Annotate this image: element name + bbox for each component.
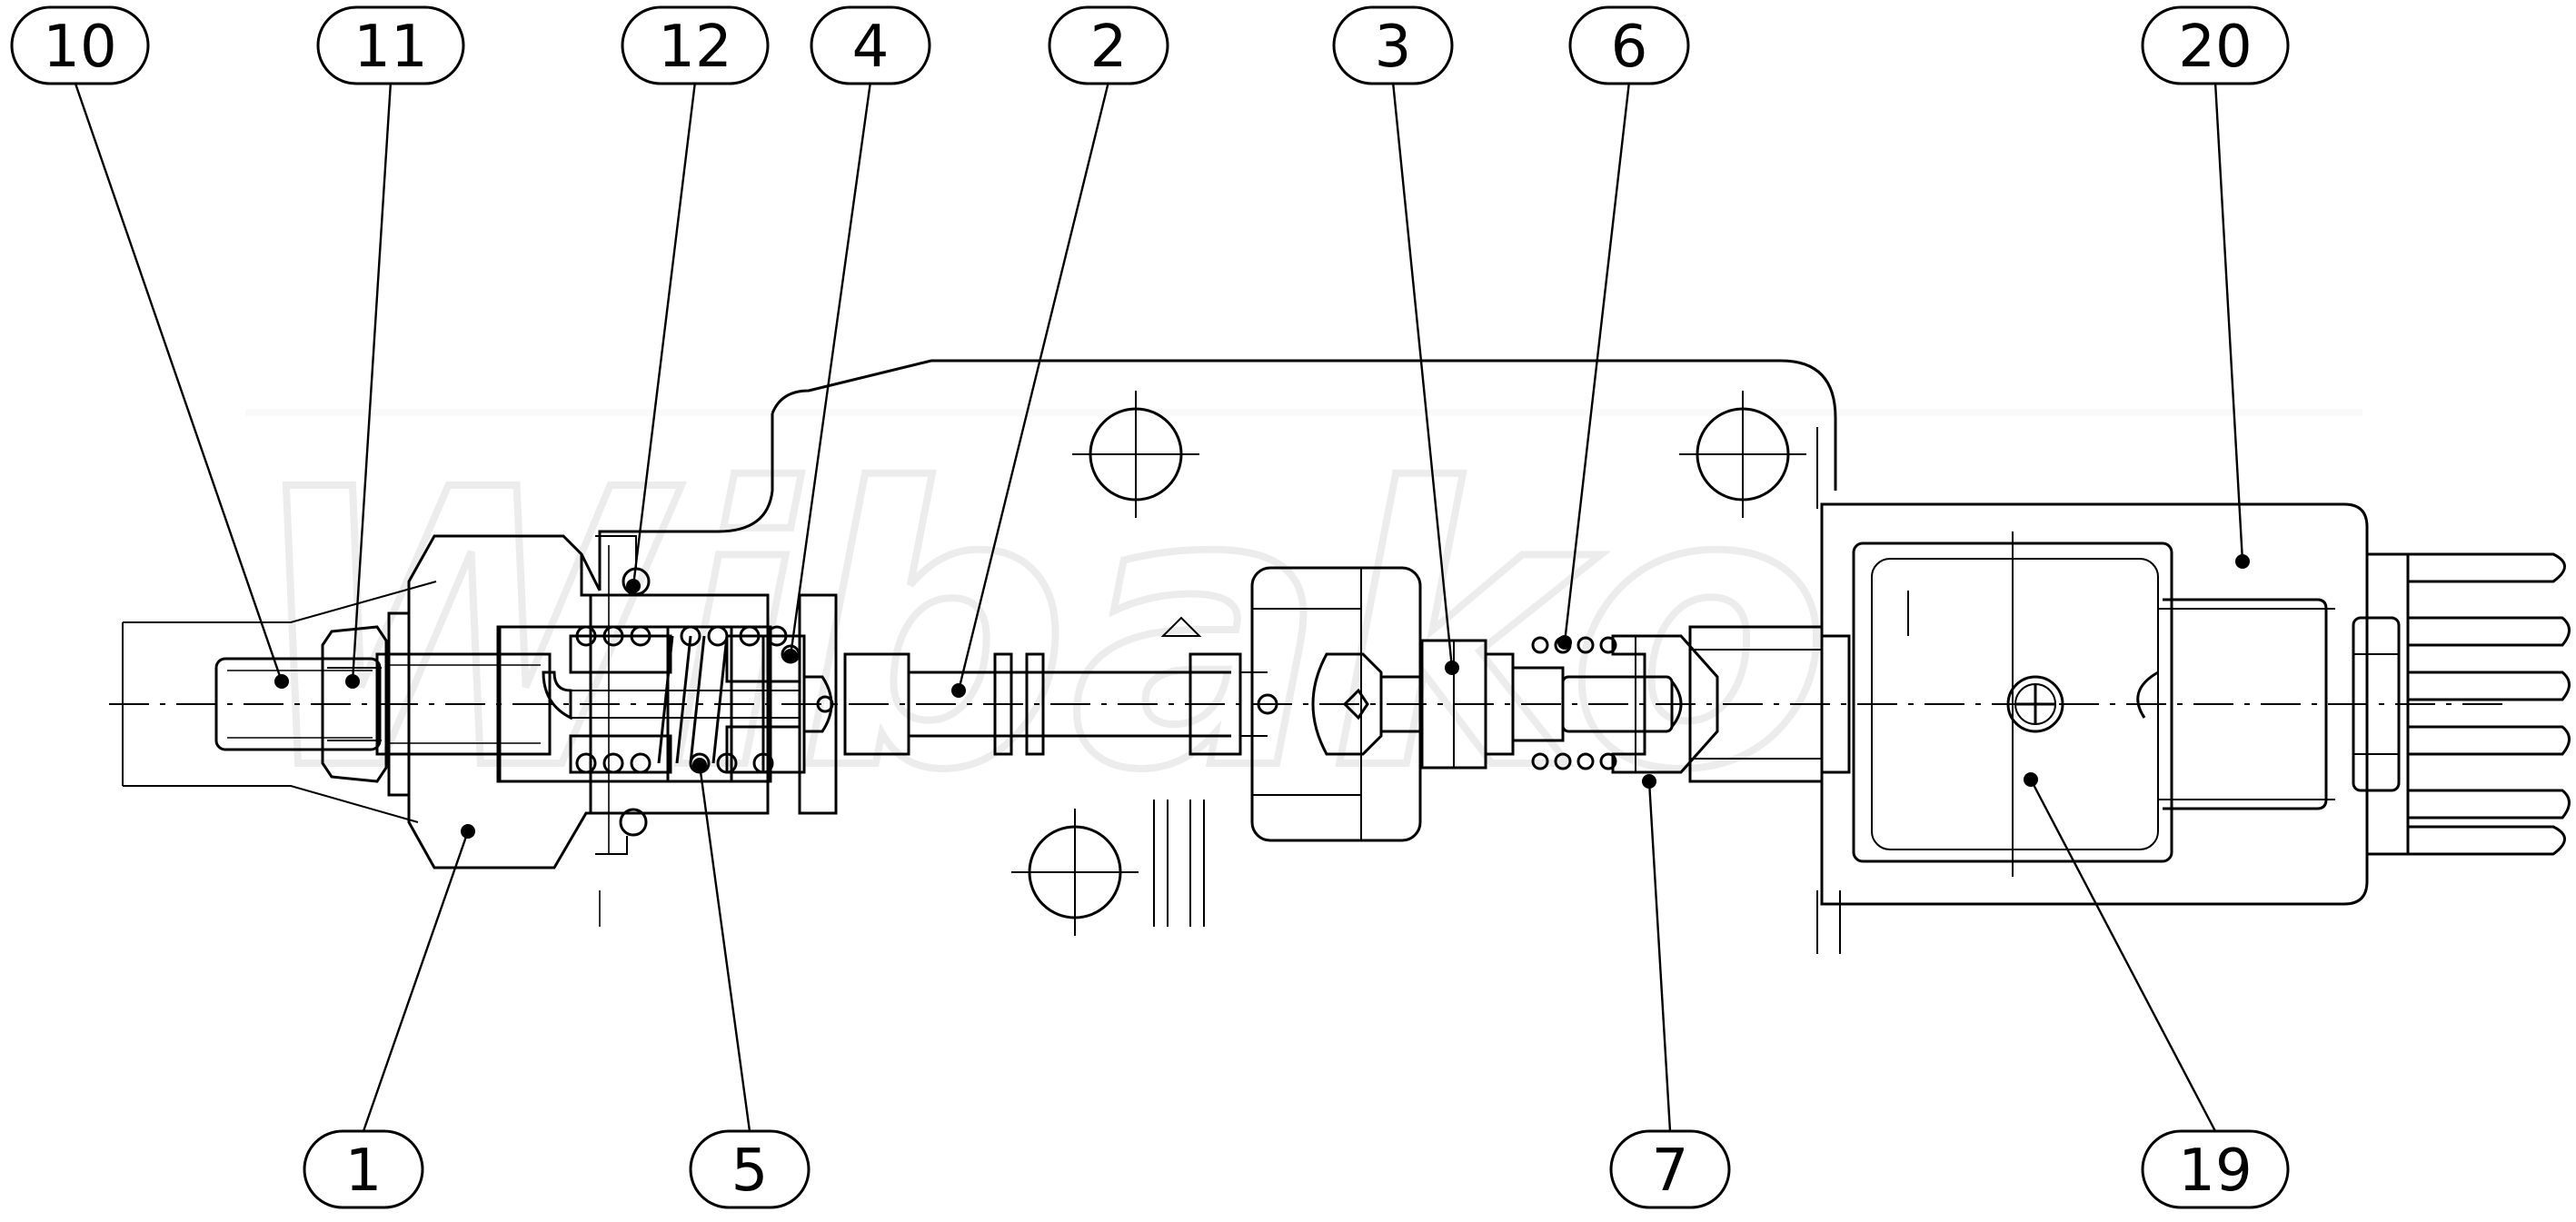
callout-10: 10 <box>10 5 150 85</box>
callout-3: 3 <box>1332 5 1454 85</box>
callout-4: 4 <box>810 5 931 85</box>
housing-body <box>407 534 772 927</box>
callout-label: 4 <box>852 14 890 81</box>
armature <box>1561 634 1719 774</box>
threaded-stud <box>122 581 552 823</box>
guide-block <box>1153 566 1422 927</box>
callout-label: 12 <box>658 14 731 81</box>
callout-label: 2 <box>1090 14 1128 81</box>
callout-1: 1 <box>303 1129 424 1209</box>
solenoid-coil <box>1820 502 2369 906</box>
callout-2: 2 <box>1048 5 1169 85</box>
callout-label: 1 <box>345 1138 383 1205</box>
callout-label: 5 <box>731 1138 769 1205</box>
mounting-hole-2 <box>1679 391 1806 518</box>
callout-label: 19 <box>2178 1138 2252 1205</box>
callout-label: 11 <box>353 14 427 81</box>
callout-20: 20 <box>2141 5 2290 85</box>
knurled-nut <box>2352 552 2571 856</box>
callout-19: 19 <box>2141 1129 2290 1209</box>
callout-11: 11 <box>316 5 465 85</box>
callout-label: 10 <box>43 14 116 81</box>
mounting-plate <box>598 359 1841 954</box>
mounting-hole-1 <box>1072 391 1199 518</box>
compression-spring <box>575 625 788 774</box>
mounting-hole-3 <box>1011 809 1139 936</box>
callout-label: 20 <box>2178 14 2252 81</box>
callout-7: 7 <box>1609 1129 1731 1209</box>
callout-label: 3 <box>1375 14 1412 81</box>
watermark: Wibako <box>242 406 2362 858</box>
callout-12: 12 <box>621 5 770 85</box>
callout-6: 6 <box>1568 5 1690 85</box>
connector-plug <box>2006 598 2328 810</box>
leader-lines <box>74 81 2250 1132</box>
callout-label: 6 <box>1611 14 1648 81</box>
end-cap <box>761 593 838 815</box>
watermark-text: Wibako <box>245 410 1830 854</box>
callout-label: 7 <box>1652 1138 1689 1205</box>
callout-5: 5 <box>689 1129 811 1209</box>
